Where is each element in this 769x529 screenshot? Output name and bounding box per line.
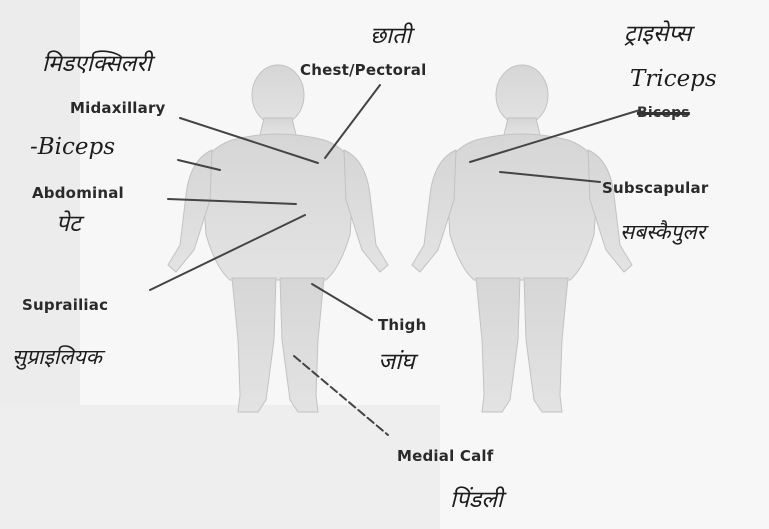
front-left-arm bbox=[168, 150, 212, 272]
handwritten-calf-hindi: पिंडली bbox=[450, 482, 503, 514]
label-medial-calf: Medial Calf bbox=[397, 447, 493, 465]
back-left-arm bbox=[412, 150, 456, 272]
label-abdominal: Abdominal bbox=[32, 184, 124, 202]
back-body-figure bbox=[412, 65, 632, 412]
front-right-arm bbox=[344, 150, 388, 272]
label-chest-pectoral: Chest/Pectoral bbox=[300, 61, 426, 79]
front-head bbox=[252, 65, 304, 125]
front-right-leg bbox=[280, 278, 324, 412]
handwritten-triceps-hindi: ट्राइसेप्स bbox=[624, 16, 691, 48]
handwritten-biceps: -Biceps bbox=[30, 134, 115, 160]
back-left-leg bbox=[476, 278, 520, 412]
front-left-leg bbox=[232, 278, 276, 412]
label-biceps-struck: Biceps bbox=[637, 105, 690, 121]
back-neck bbox=[504, 118, 540, 135]
label-suprailiac: Suprailiac bbox=[22, 296, 108, 314]
front-torso bbox=[202, 134, 354, 280]
handwritten-abdominal-hindi: पेट bbox=[56, 206, 81, 238]
back-torso bbox=[446, 134, 598, 280]
leader-chest bbox=[325, 85, 380, 158]
handwritten-subscapular-hindi: सबस्कैपुलर bbox=[620, 218, 705, 246]
label-subscapular: Subscapular bbox=[602, 179, 708, 197]
handwritten-suprailiac-hindi: सुप्राइलियक bbox=[12, 343, 102, 371]
back-right-leg bbox=[524, 278, 568, 412]
handwritten-midaxillary-hindi: मिडएक्सिलरी bbox=[42, 46, 152, 78]
back-head bbox=[496, 65, 548, 125]
handwritten-triceps: Triceps bbox=[630, 66, 717, 92]
back-right-arm bbox=[588, 150, 632, 272]
handwritten-thigh-hindi: जांघ bbox=[378, 344, 415, 376]
label-midaxillary: Midaxillary bbox=[70, 99, 166, 117]
front-neck bbox=[260, 118, 296, 135]
handwritten-chest-hindi: छाती bbox=[370, 18, 411, 50]
label-thigh: Thigh bbox=[378, 316, 426, 334]
